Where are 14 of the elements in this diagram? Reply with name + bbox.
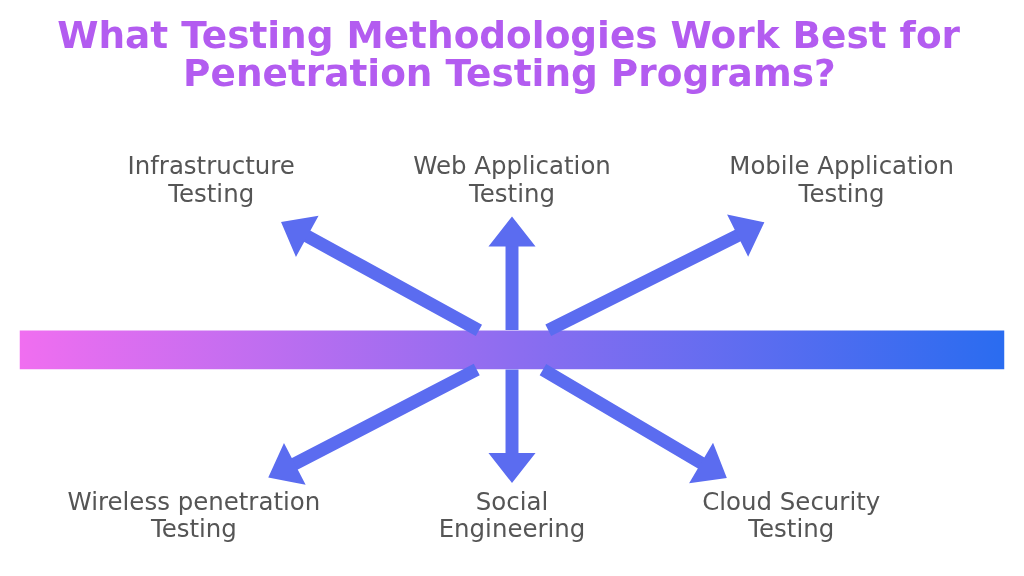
- arrow: [539, 364, 727, 484]
- diagram-title: What Testing Methodologies Work Best for Penetration Testing Programs?: [57, 13, 961, 95]
- node-text: Web Application Testing: [413, 151, 611, 208]
- node-bar: [19, 330, 1005, 370]
- arrow: [281, 215, 482, 336]
- node-text: Social Engineering: [438, 486, 586, 544]
- arrow: [488, 369, 536, 483]
- arrow: [545, 214, 765, 337]
- arrow: [488, 216, 536, 331]
- node-text: Infrastructure Testing: [127, 151, 295, 208]
- node-text: Mobile Application Testing: [729, 151, 954, 208]
- node-text: Wireless penetration Testing: [67, 486, 321, 544]
- arrow: [268, 363, 480, 485]
- node-text: Cloud Security Testing: [702, 486, 881, 544]
